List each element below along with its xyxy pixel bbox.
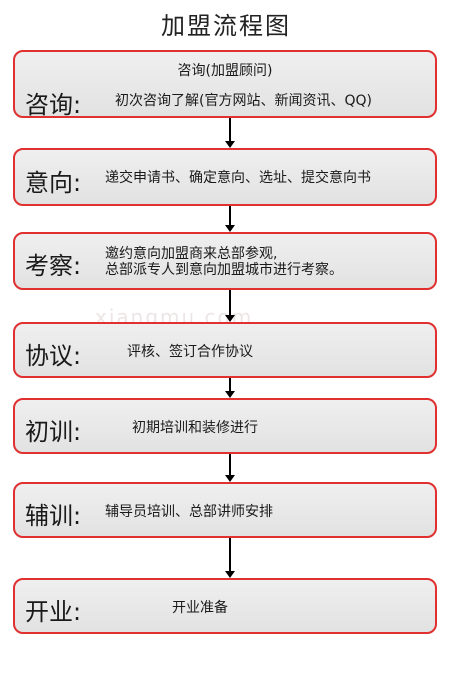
step-agreement: 协议: 评核、签订合作协议 [13,322,437,378]
step-assist-training-label: 辅训: [25,502,82,530]
step-intent-desc: 递交申请书、确定意向、选址、提交意向书 [105,170,371,186]
diagram-title: 加盟流程图 [161,12,291,40]
step-initial-training-desc: 初期培训和装修进行 [132,420,258,436]
step-assist-training-desc: 辅导员培训、总部讲师安排 [105,504,273,520]
step-inspect-label: 考察: [25,252,82,280]
arrow-6 [225,538,235,578]
arrow-5 [225,454,235,482]
step-initial-training-label: 初训: [25,418,82,446]
step-consult-subhead: 咨询(加盟顾问) [177,63,273,79]
arrow-4 [225,378,235,398]
step-opening-label: 开业: [25,598,82,626]
step-consult: 咨询(加盟顾问) 咨询: 初次咨询了解(官方网站、新闻资讯、QQ) [13,50,437,119]
step-intent-label: 意向: [25,169,82,197]
arrow-2 [225,206,235,232]
step-intent: 意向: 递交申请书、确定意向、选址、提交意向书 [13,148,437,206]
step-opening: 开业: 开业准备 [13,578,437,634]
step-agreement-desc: 评核、签订合作协议 [127,344,253,360]
arrow-1 [225,118,235,148]
step-opening-desc: 开业准备 [172,600,228,616]
step-assist-training: 辅训: 辅导员培训、总部讲师安排 [13,482,437,538]
step-agreement-label: 协议: [25,342,82,370]
arrow-3 [225,290,235,322]
step-inspect-desc: 邀约意向加盟商来总部参观, 总部派专人到意向加盟城市进行考察。 [105,246,343,278]
step-consult-label: 咨询: [25,91,82,119]
step-initial-training: 初训: 初期培训和装修进行 [13,398,437,454]
step-consult-desc: 初次咨询了解(官方网站、新闻资讯、QQ) [115,93,372,109]
step-inspect: 考察: 邀约意向加盟商来总部参观, 总部派专人到意向加盟城市进行考察。 [13,232,437,290]
